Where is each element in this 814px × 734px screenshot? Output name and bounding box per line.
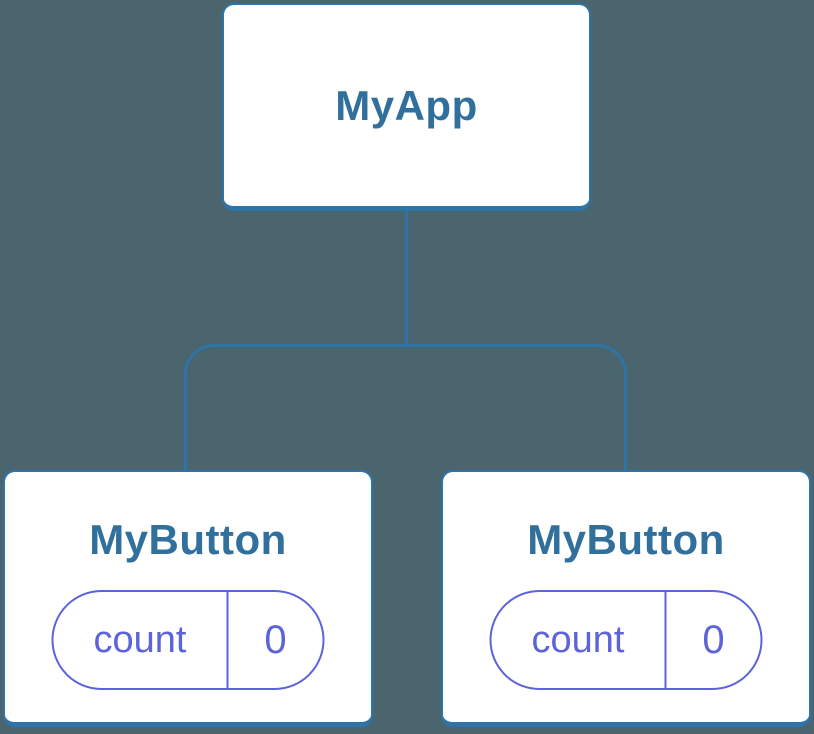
connector-branch xyxy=(184,344,627,470)
state-pill-right: count 0 xyxy=(489,590,763,690)
state-value-right: 0 xyxy=(702,617,725,662)
node-mybutton-left: MyButton count 0 xyxy=(3,470,373,727)
state-value-left: 0 xyxy=(264,617,287,662)
node-mybutton-right: MyButton count 0 xyxy=(441,470,811,727)
state-key-left: count xyxy=(54,592,229,688)
state-pill-left: count 0 xyxy=(51,590,325,690)
node-mybutton-left-label: MyButton xyxy=(89,516,287,563)
node-mybutton-right-label: MyButton xyxy=(527,516,725,563)
connector-root-stem xyxy=(405,211,408,345)
state-key-right: count xyxy=(492,592,667,688)
node-myapp-label: MyApp xyxy=(335,81,478,129)
node-myapp: MyApp xyxy=(222,3,591,211)
